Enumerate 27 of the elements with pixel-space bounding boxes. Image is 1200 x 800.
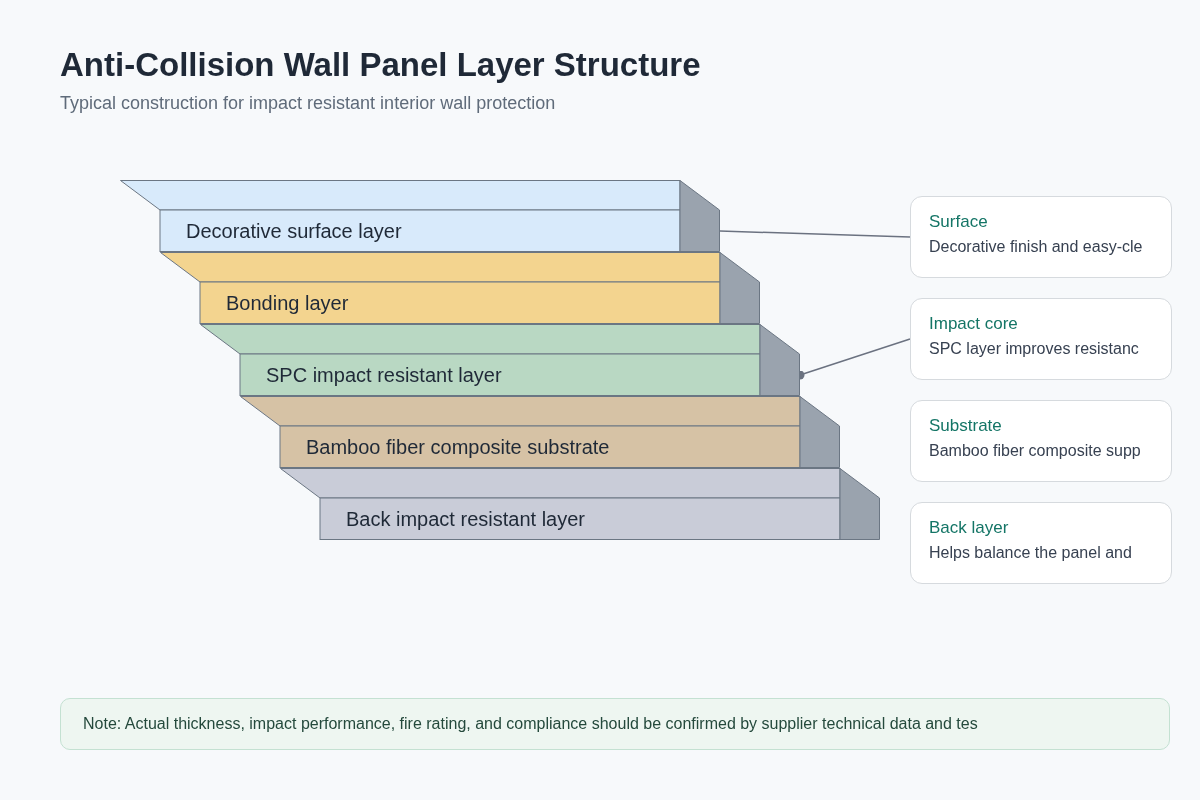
leader-line (719, 230, 911, 238)
layer-slab (160, 252, 760, 324)
subtitle: Typical construction for impact resistant interior wall protection (60, 93, 556, 114)
callout-heading: Impact core (929, 313, 1019, 335)
callout-text: Bamboo fiber composite supp (929, 441, 1142, 461)
layer-label: Bamboo fiber composite substrate (306, 435, 610, 459)
note-box (60, 698, 1170, 750)
layer-label: Back impact resistant layer (346, 507, 585, 531)
callout-text: Helps balance the panel and (929, 543, 1133, 563)
layer-slab (240, 396, 840, 468)
callout-card (910, 298, 1172, 380)
callout-text: SPC layer improves resistanc (929, 339, 1140, 359)
callout-heading: Back layer (929, 517, 1010, 539)
callout-heading: Surface (929, 211, 989, 233)
callout-card (910, 196, 1172, 278)
callout-card (910, 400, 1172, 482)
title: Anti-Collision Wall Panel Layer Structure (60, 46, 701, 84)
layer-label: Bonding layer (226, 291, 349, 315)
callout-text: Decorative finish and easy-cle (929, 237, 1144, 257)
layer-label: Decorative surface layer (186, 219, 402, 243)
note-text: Note: Actual thickness, impact performance, fire rating, and compliance should be confirmed by supplier technical data and tes (83, 714, 979, 734)
callout-card (910, 502, 1172, 584)
layer-slab (120, 180, 720, 252)
layer-label: SPC impact resistant layer (266, 363, 502, 387)
callout-heading: Substrate (929, 415, 1003, 437)
layer-slab (280, 468, 880, 540)
layer-slab (200, 324, 800, 396)
